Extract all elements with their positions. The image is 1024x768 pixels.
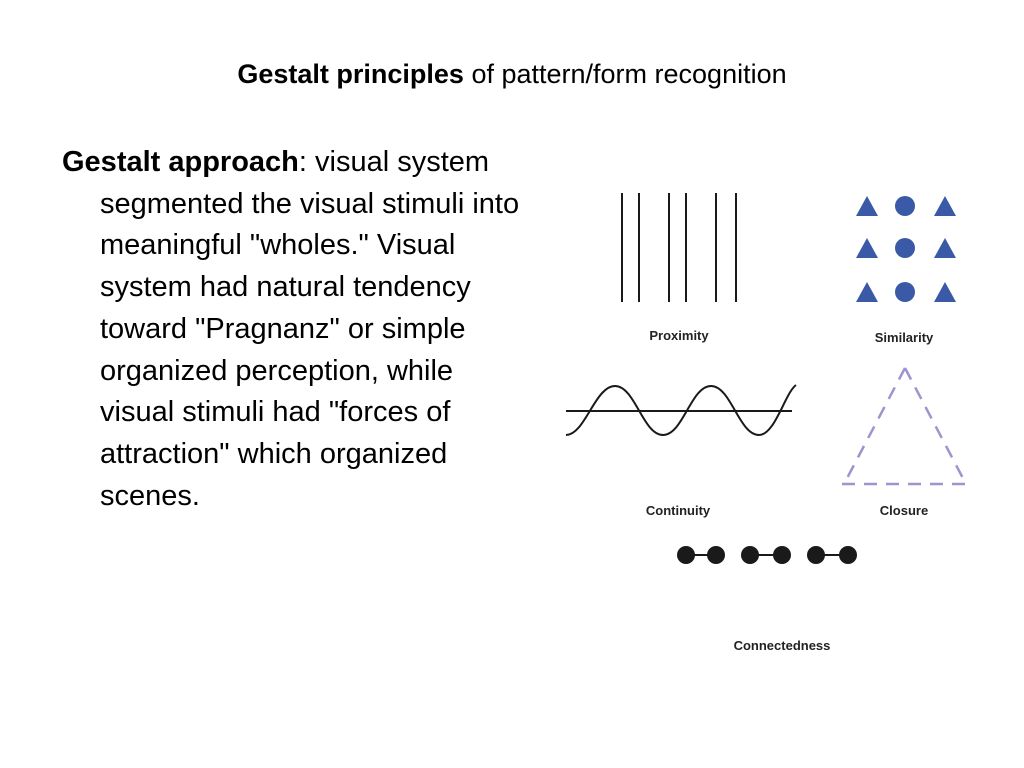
triangle-shape xyxy=(856,196,878,216)
connectedness-label: Connectedness xyxy=(734,638,831,653)
closure-right-edge xyxy=(903,367,968,485)
title-rest: of pattern/form recognition xyxy=(463,59,787,89)
triangle-shape xyxy=(856,238,878,258)
dot-shape xyxy=(741,546,759,564)
continuity-drawing xyxy=(565,384,797,437)
circle-shape xyxy=(895,238,915,258)
slide-title: Gestalt principles of pattern/form recog… xyxy=(0,56,1024,92)
triangle-shape xyxy=(934,238,956,258)
dot-shape xyxy=(677,546,695,564)
title-bold: Gestalt principles xyxy=(237,59,464,89)
triangle-shape xyxy=(934,196,956,216)
closure-left-edge xyxy=(842,367,907,485)
triangle-shape xyxy=(934,282,956,302)
gestalt-figure-svg: Proximity Similarity Continuity Closure xyxy=(565,193,968,653)
proximity-label: Proximity xyxy=(649,328,709,343)
continuity-wave xyxy=(565,384,797,437)
dot-shape xyxy=(773,546,791,564)
closure-triangle xyxy=(842,367,968,486)
connectedness-dots xyxy=(677,546,857,564)
circle-shape xyxy=(895,282,915,302)
similarity-shapes xyxy=(856,196,956,302)
proximity-lines xyxy=(621,193,737,302)
dot-shape xyxy=(707,546,725,564)
body-description: : visual system segmented the visual sti… xyxy=(100,146,520,512)
dot-shape xyxy=(807,546,825,564)
similarity-label: Similarity xyxy=(875,330,934,345)
circle-shape xyxy=(895,196,915,216)
closure-label: Closure xyxy=(880,503,928,518)
body-paragraph: Gestalt approach: visual system segmente… xyxy=(62,142,520,517)
gestalt-figure: Proximity Similarity Continuity Closure xyxy=(560,165,990,695)
triangle-shape xyxy=(856,282,878,302)
dot-shape xyxy=(839,546,857,564)
body-term: Gestalt approach xyxy=(62,146,299,178)
continuity-label: Continuity xyxy=(646,503,711,518)
